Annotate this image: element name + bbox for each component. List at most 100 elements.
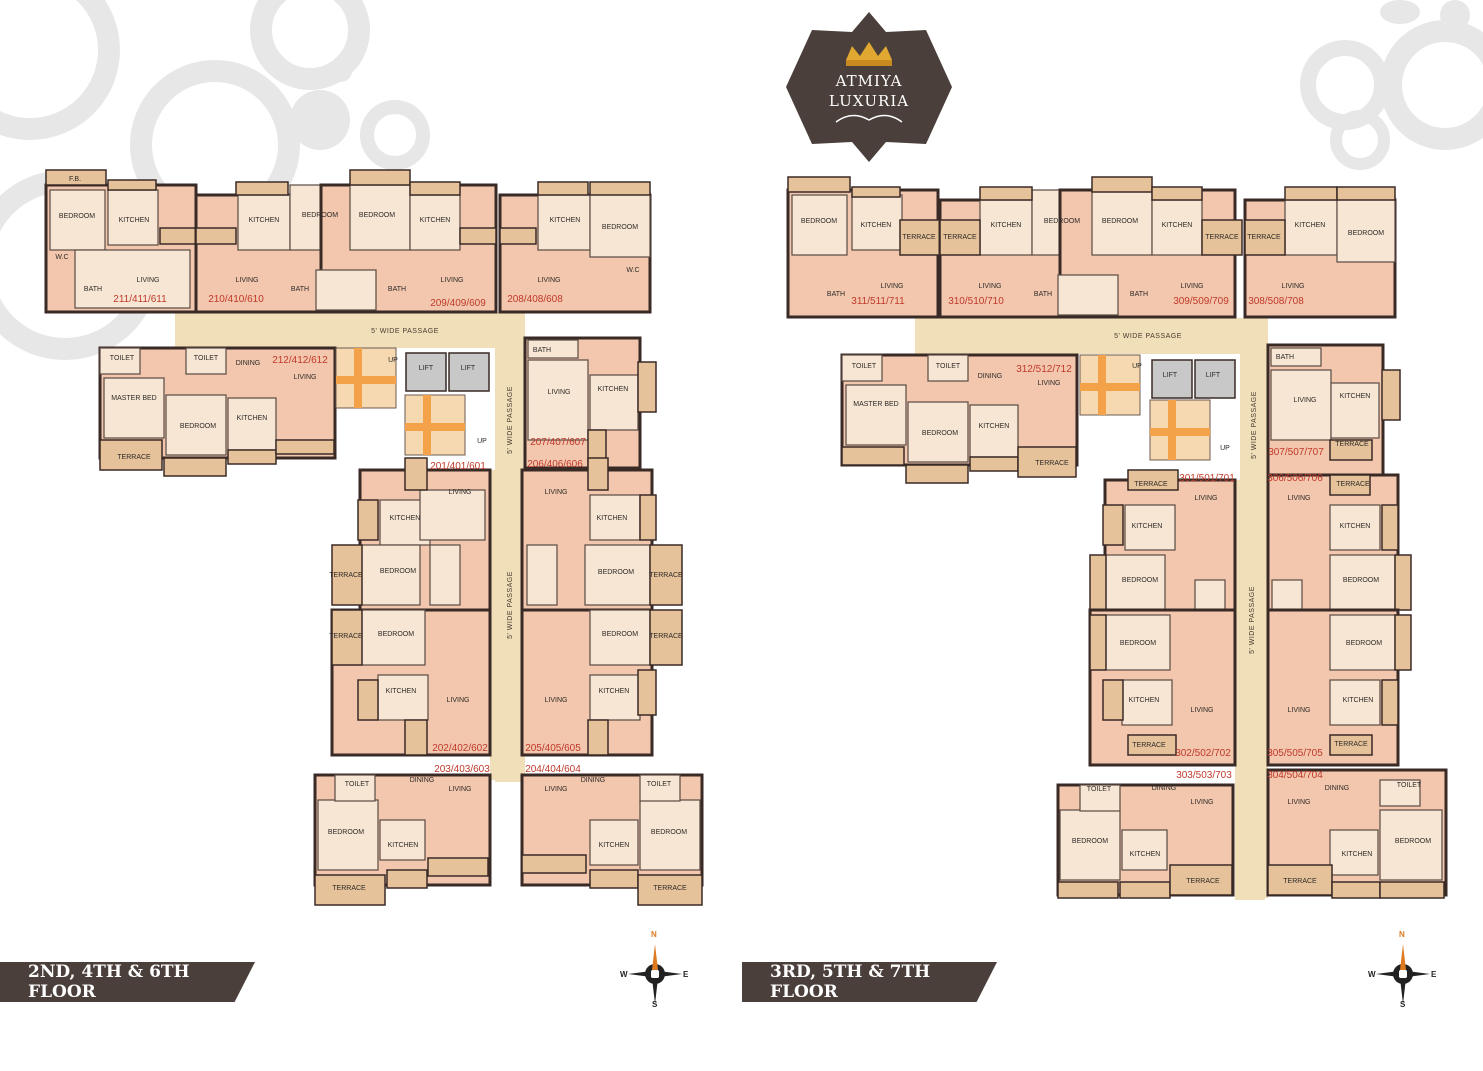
svg-text:KITCHEN: KITCHEN: [119, 217, 150, 224]
brand-logo: ATMIYA LUXURIA: [786, 12, 952, 162]
svg-text:BEDROOM: BEDROOM: [1346, 640, 1382, 647]
brand-line1: ATMIYA: [835, 72, 903, 90]
svg-text:DINING: DINING: [1325, 785, 1350, 792]
unit-label: 308/508/708: [1248, 296, 1304, 307]
svg-text:LIVING: LIVING: [1288, 707, 1311, 714]
svg-text:TERRACE: TERRACE: [943, 234, 977, 241]
svg-text:TERRACE: TERRACE: [329, 633, 363, 640]
svg-text:LIVING: LIVING: [137, 277, 160, 284]
svg-text:BATH: BATH: [533, 347, 551, 354]
unit-label: 206/406/606: [527, 459, 583, 470]
svg-text:BEDROOM: BEDROOM: [359, 212, 395, 219]
svg-text:LIVING: LIVING: [979, 283, 1002, 290]
svg-text:KITCHEN: KITCHEN: [1130, 851, 1161, 858]
svg-text:KITCHEN: KITCHEN: [597, 515, 628, 522]
svg-text:KITCHEN: KITCHEN: [1162, 222, 1193, 229]
svg-text:LIVING: LIVING: [545, 489, 568, 496]
unit-label: 301/501/701: [1179, 473, 1235, 484]
unit-label: 304/504/704: [1267, 770, 1323, 781]
svg-text:TERRACE: TERRACE: [117, 454, 151, 461]
svg-text:KITCHEN: KITCHEN: [420, 217, 451, 224]
unit-label: 212/412/612: [272, 355, 328, 366]
svg-text:BATH: BATH: [84, 286, 102, 293]
svg-text:BEDROOM: BEDROOM: [801, 218, 837, 225]
svg-text:BEDROOM: BEDROOM: [598, 569, 634, 576]
svg-text:BATH: BATH: [1034, 291, 1052, 298]
unit-label: 310/510/710: [948, 296, 1004, 307]
svg-text:TOILET: TOILET: [647, 781, 672, 788]
svg-text:TOILET: TOILET: [936, 363, 961, 370]
svg-text:LIVING: LIVING: [1191, 799, 1214, 806]
svg-text:KITCHEN: KITCHEN: [386, 688, 417, 695]
svg-text:KITCHEN: KITCHEN: [1129, 697, 1160, 704]
svg-text:BEDROOM: BEDROOM: [651, 829, 687, 836]
svg-text:TERRACE: TERRACE: [1335, 441, 1369, 448]
svg-text:TERRACE: TERRACE: [1205, 234, 1239, 241]
svg-text:KITCHEN: KITCHEN: [1295, 222, 1326, 229]
svg-text:LIVING: LIVING: [545, 786, 568, 793]
svg-text:BEDROOM: BEDROOM: [180, 423, 216, 430]
svg-text:LIVING: LIVING: [1282, 283, 1305, 290]
svg-text:TERRACE: TERRACE: [1334, 741, 1368, 748]
svg-text:TERRACE: TERRACE: [1186, 878, 1220, 885]
svg-text:LIVING: LIVING: [294, 374, 317, 381]
svg-text:F.B.: F.B.: [69, 176, 81, 183]
svg-text:TERRACE: TERRACE: [649, 633, 683, 640]
svg-text:TERRACE: TERRACE: [329, 572, 363, 579]
svg-text:KITCHEN: KITCHEN: [1343, 697, 1374, 704]
unit-label: 205/405/605: [525, 743, 581, 754]
unit-label: 208/408/608: [507, 294, 563, 305]
svg-text:W.C: W.C: [55, 254, 68, 261]
unit-label: 204/404/604: [525, 764, 581, 775]
svg-text:LIVING: LIVING: [1191, 707, 1214, 714]
svg-text:UP: UP: [477, 438, 487, 445]
svg-text:KITCHEN: KITCHEN: [550, 217, 581, 224]
svg-text:BEDROOM: BEDROOM: [1343, 577, 1379, 584]
brand-line2: LUXURIA: [828, 92, 910, 110]
svg-text:LIVING: LIVING: [545, 697, 568, 704]
svg-text:TOILET: TOILET: [345, 781, 370, 788]
svg-text:LIVING: LIVING: [449, 786, 472, 793]
svg-text:KITCHEN: KITCHEN: [390, 515, 421, 522]
svg-text:LIVING: LIVING: [1195, 495, 1218, 502]
svg-text:TERRACE: TERRACE: [1283, 878, 1317, 885]
passage-label-v1: 5' WIDE PASSAGE: [507, 386, 514, 454]
svg-text:DINING: DINING: [1152, 785, 1177, 792]
unit-label: 211/411/611: [113, 294, 167, 305]
unit-label: 307/507/707: [1268, 447, 1324, 458]
unit-label: 210/410/610: [208, 294, 264, 305]
svg-text:BEDROOM: BEDROOM: [922, 430, 958, 437]
svg-text:BEDROOM: BEDROOM: [1102, 218, 1138, 225]
svg-text:KITCHEN: KITCHEN: [388, 842, 419, 849]
svg-text:TERRACE: TERRACE: [902, 234, 936, 241]
svg-text:DINING: DINING: [581, 777, 606, 784]
svg-text:LIVING: LIVING: [449, 489, 472, 496]
svg-text:TOILET: TOILET: [1087, 786, 1112, 793]
svg-text:LIVING: LIVING: [236, 277, 259, 284]
svg-text:BATH: BATH: [1276, 354, 1294, 361]
svg-text:LIFT: LIFT: [1206, 372, 1221, 379]
svg-text:LIFT: LIFT: [1163, 372, 1178, 379]
svg-text:UP: UP: [1220, 445, 1230, 452]
svg-text:KITCHEN: KITCHEN: [599, 842, 630, 849]
svg-text:LIVING: LIVING: [1038, 380, 1061, 387]
svg-text:BEDROOM: BEDROOM: [602, 224, 638, 231]
svg-text:DINING: DINING: [978, 373, 1003, 380]
svg-text:KITCHEN: KITCHEN: [249, 217, 280, 224]
svg-text:MASTER BED: MASTER BED: [111, 395, 157, 402]
svg-text:KITCHEN: KITCHEN: [237, 415, 268, 422]
svg-text:KITCHEN: KITCHEN: [1342, 851, 1373, 858]
svg-text:LIFT: LIFT: [419, 365, 434, 372]
unit-label: 305/505/705: [1267, 748, 1323, 759]
unit-label: 302/502/702: [1175, 748, 1231, 759]
unit-label: 209/409/609: [430, 298, 486, 309]
svg-text:LIVING: LIVING: [881, 283, 904, 290]
svg-text:LIVING: LIVING: [1288, 799, 1311, 806]
svg-text:TERRACE: TERRACE: [649, 572, 683, 579]
passage-label-h: 5' WIDE PASSAGE: [371, 328, 439, 335]
svg-text:LIVING: LIVING: [1294, 397, 1317, 404]
svg-text:LIFT: LIFT: [461, 365, 476, 372]
unit-label: 311/511/711: [851, 296, 905, 307]
unit-label: 306/506/706: [1267, 473, 1323, 484]
svg-text:TERRACE: TERRACE: [1035, 460, 1069, 467]
